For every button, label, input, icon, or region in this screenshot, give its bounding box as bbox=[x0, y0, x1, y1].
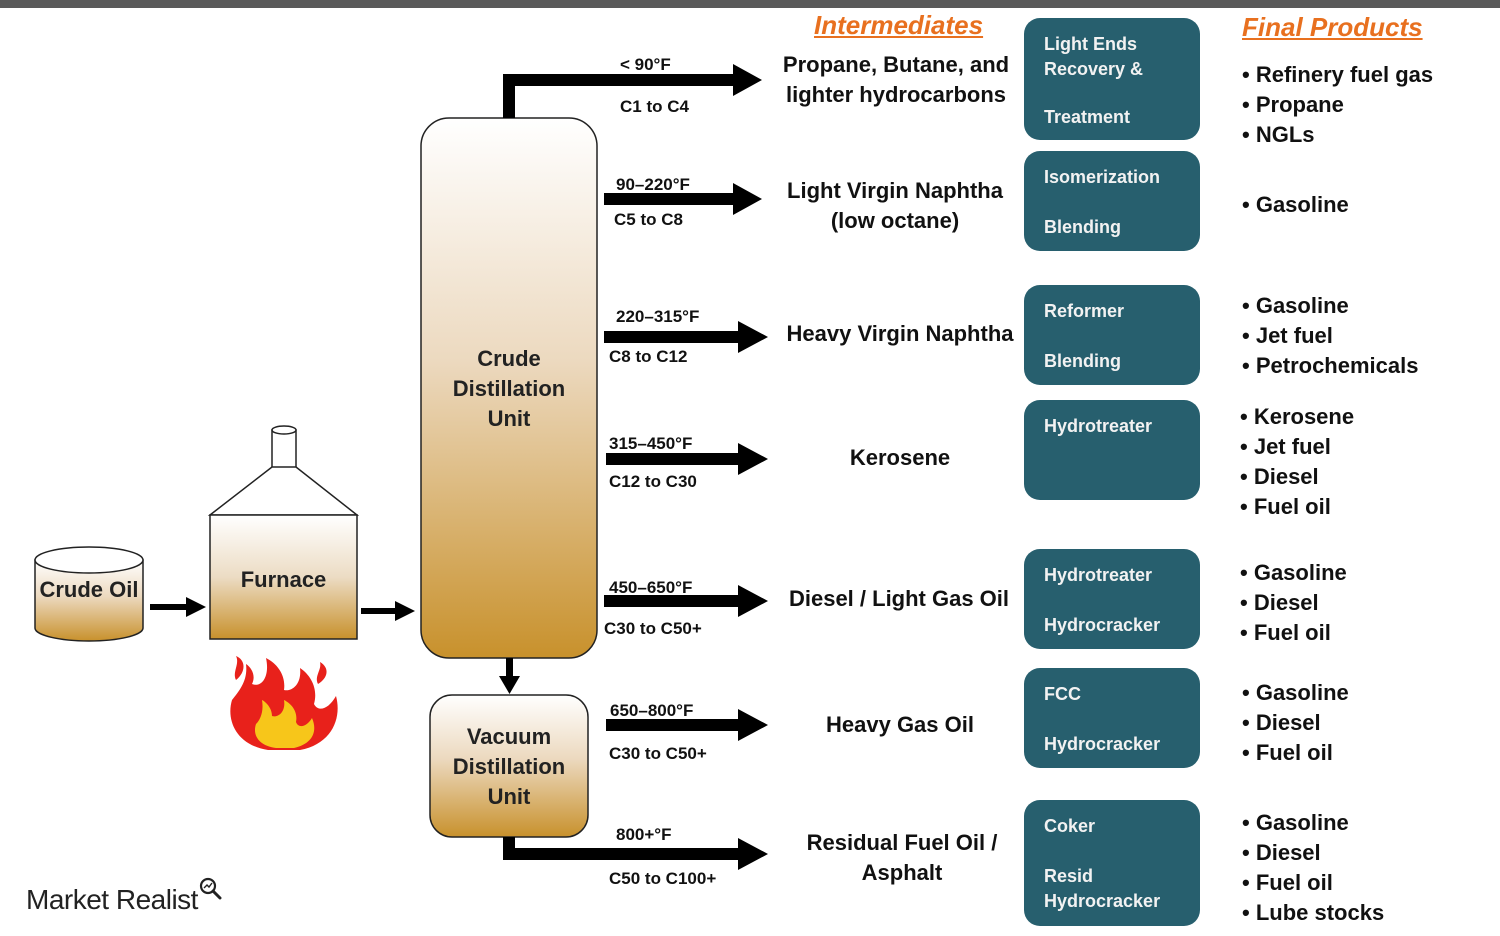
process-label-top: FCC bbox=[1044, 684, 1081, 704]
final-product-item: NGLs bbox=[1242, 120, 1433, 150]
header-intermediates: Intermediates bbox=[814, 10, 984, 40]
crude-distillation-unit-label: Crude Distillation Unit bbox=[452, 346, 566, 431]
stream-arrows bbox=[503, 64, 768, 870]
final-products-list: Gasoline Jet fuel Petrochemicals bbox=[1242, 291, 1419, 381]
process-label-bottom: Resid Hydrocracker bbox=[1044, 866, 1161, 911]
process-box: Hydrotreater bbox=[1024, 400, 1200, 500]
final-product-item: Fuel oil bbox=[1242, 868, 1384, 898]
final-product-item: Diesel bbox=[1240, 588, 1347, 618]
stream-temp: 800+°F bbox=[616, 825, 672, 844]
top-bar bbox=[0, 0, 1500, 8]
process-box: Hydrotreater Hydrocracker bbox=[1024, 549, 1200, 649]
final-product-item: Refinery fuel gas bbox=[1242, 60, 1433, 90]
intermediate-label: Heavy Gas Oil bbox=[826, 712, 974, 737]
stream-carbon-range: C30 to C50+ bbox=[604, 619, 702, 638]
stream-carbon-range: C50 to C100+ bbox=[609, 869, 717, 888]
final-products-list: Refinery fuel gas Propane NGLs bbox=[1242, 60, 1433, 150]
process-box: FCC Hydrocracker bbox=[1024, 668, 1200, 768]
final-products-list: Gasoline Diesel Fuel oil bbox=[1242, 678, 1349, 768]
process-box: Coker Resid Hydrocracker bbox=[1024, 800, 1200, 926]
stream-temp: < 90°F bbox=[620, 55, 671, 74]
process-label-bottom: Hydrocracker bbox=[1044, 734, 1161, 754]
market-realist-logo: Market Realist bbox=[26, 884, 198, 916]
process-box: Reformer Blending bbox=[1024, 285, 1200, 385]
intermediate-label: Diesel / Light Gas Oil bbox=[788, 586, 1010, 611]
stream-temp: 650–800°F bbox=[610, 701, 694, 720]
crude-oil-tank bbox=[34, 546, 144, 642]
magnifier-icon bbox=[199, 877, 222, 900]
intermediate-label: Heavy Virgin Naphtha bbox=[786, 321, 1014, 346]
process-label-top: Hydrotreater bbox=[1044, 565, 1153, 585]
stream-temp: 220–315°F bbox=[616, 307, 700, 326]
furnace bbox=[207, 425, 360, 640]
final-product-item: Gasoline bbox=[1242, 291, 1418, 321]
final-products-list: Gasoline Diesel Fuel oil Lube stocks bbox=[1242, 808, 1384, 928]
feed-arrows bbox=[150, 597, 520, 694]
process-label-bottom: Treatment bbox=[1044, 107, 1131, 127]
final-products-list: Gasoline Diesel Fuel oil bbox=[1240, 558, 1347, 648]
process-label-top: Coker bbox=[1044, 816, 1096, 836]
intermediate-label: Residual Fuel Oil / Asphalt bbox=[806, 830, 998, 885]
process-box: Isomerization Blending bbox=[1024, 151, 1200, 251]
final-product-item: Diesel bbox=[1242, 708, 1349, 738]
final-product-item: Jet fuel bbox=[1242, 321, 1418, 351]
final-product-item: Propane bbox=[1242, 90, 1433, 120]
final-product-item: Kerosene bbox=[1240, 402, 1354, 432]
intermediate-label: Light Virgin Naphtha (low octane) bbox=[787, 178, 1003, 233]
process-label-top: Light Ends Recovery & bbox=[1044, 34, 1144, 79]
stream-carbon-range: C1 to C4 bbox=[620, 97, 689, 116]
final-products-list: Kerosene Jet fuel Diesel Fuel oil bbox=[1240, 402, 1354, 522]
final-product-item: Diesel bbox=[1242, 838, 1384, 868]
stream-temp: 90–220°F bbox=[616, 175, 690, 194]
final-product-item: Fuel oil bbox=[1242, 738, 1349, 768]
process-label-top: Isomerization bbox=[1044, 167, 1161, 187]
furnace-label: Furnace bbox=[240, 567, 327, 592]
process-label-top: Hydrotreater bbox=[1044, 416, 1153, 436]
crude-oil-label: Crude Oil bbox=[39, 577, 139, 602]
header-final-products: Final Products bbox=[1242, 12, 1423, 42]
stream-carbon-range: C8 to C12 bbox=[609, 347, 688, 366]
vacuum-distillation-unit-label: Vacuum Distillation Unit bbox=[452, 724, 566, 809]
process-label-bottom: Hydrocracker bbox=[1044, 615, 1161, 635]
intermediate-label: Kerosene bbox=[849, 445, 951, 470]
stream-temp: 450–650°F bbox=[609, 578, 693, 597]
stream-temp: 315–450°F bbox=[609, 434, 693, 453]
final-product-item: Fuel oil bbox=[1240, 492, 1354, 522]
process-label-bottom: Blending bbox=[1044, 217, 1121, 237]
process-label-top: Reformer bbox=[1044, 301, 1125, 321]
process-label-bottom: Blending bbox=[1044, 351, 1121, 371]
intermediate-label: Propane, Butane, and lighter hydrocarbon… bbox=[782, 52, 1010, 107]
final-product-item: Lube stocks bbox=[1242, 898, 1384, 928]
final-product-item: Gasoline bbox=[1242, 678, 1349, 708]
final-product-item: Gasoline bbox=[1240, 558, 1347, 588]
final-product-item: Gasoline bbox=[1242, 190, 1349, 220]
final-product-item: Fuel oil bbox=[1240, 618, 1347, 648]
final-product-item: Jet fuel bbox=[1240, 432, 1354, 462]
final-product-item: Diesel bbox=[1240, 462, 1354, 492]
process-box: Light Ends Recovery & Treatment bbox=[1024, 18, 1200, 140]
final-product-item: Petrochemicals bbox=[1242, 351, 1419, 381]
fire-icon bbox=[230, 656, 338, 750]
stream-carbon-range: C12 to C30 bbox=[609, 472, 697, 491]
stream-carbon-range: C30 to C50+ bbox=[609, 744, 707, 763]
final-products-list: Gasoline bbox=[1242, 190, 1349, 220]
stream-carbon-range: C5 to C8 bbox=[614, 210, 683, 229]
final-product-item: Gasoline bbox=[1242, 808, 1384, 838]
logo-text: Market Realist bbox=[26, 884, 198, 915]
